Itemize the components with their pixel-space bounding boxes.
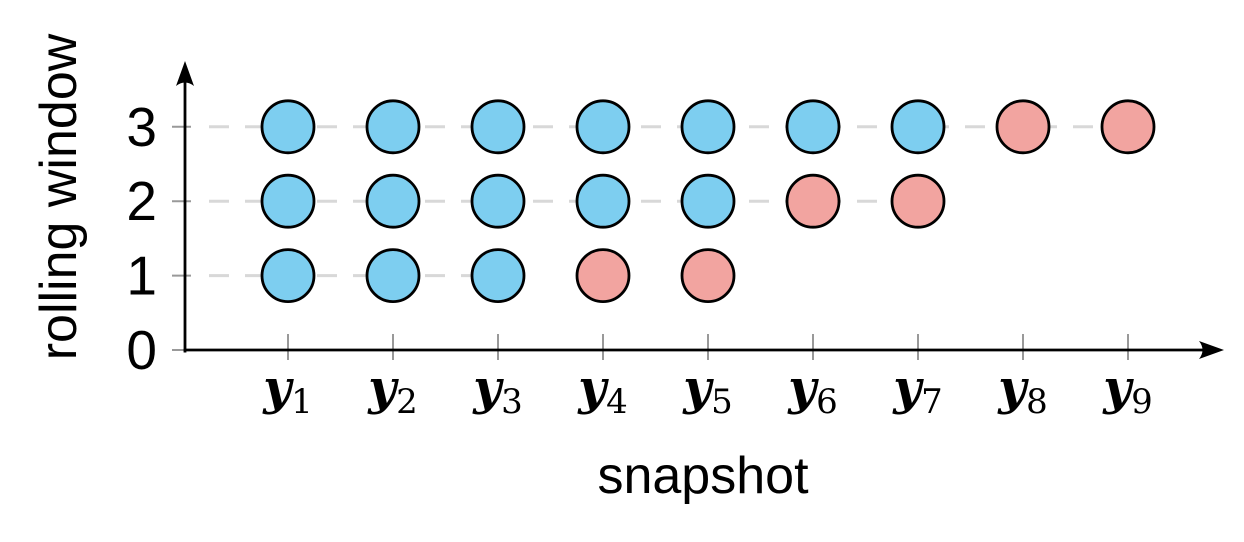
blue-dot <box>365 99 421 155</box>
y-tick-label-layer: 0 1 2 3 <box>126 96 157 381</box>
blue-dot <box>365 248 421 304</box>
blue-dot <box>575 173 631 229</box>
pink-dot <box>1100 99 1156 155</box>
blue-dot <box>470 173 526 229</box>
blue-dot <box>680 173 736 229</box>
y-tick-label: 3 <box>126 96 157 158</box>
x-tick-label: y5 <box>682 360 733 422</box>
blue-dot <box>260 248 316 304</box>
x-tick-label: y9 <box>1102 360 1153 422</box>
x-tick-label: y1 <box>262 360 313 422</box>
pink-dot <box>785 173 841 229</box>
x-tick-label-layer: y1 y2 y3 y4 y5 y6 y7 y8 y9 <box>262 360 1153 422</box>
pink-dot <box>575 248 631 304</box>
blue-dot <box>365 173 421 229</box>
x-tick-label: y7 <box>892 360 943 422</box>
x-tick-label: y4 <box>577 360 628 422</box>
blue-dot <box>785 99 841 155</box>
blue-dot <box>260 173 316 229</box>
pink-dot <box>995 99 1051 155</box>
x-tick-label: y8 <box>997 360 1048 422</box>
pink-dot <box>680 248 736 304</box>
gridline-layer <box>209 125 1128 278</box>
y-axis-arrowhead-icon <box>176 61 194 86</box>
blue-dot <box>260 99 316 155</box>
x-tick-label: y2 <box>367 360 418 422</box>
blue-dot <box>470 248 526 304</box>
y-tick-label: 2 <box>126 170 157 232</box>
blue-dot <box>890 99 946 155</box>
blue-dot <box>680 99 736 155</box>
dot-layer <box>260 99 1156 304</box>
y-tick-label: 0 <box>126 319 157 381</box>
x-tick-label: y6 <box>787 360 838 422</box>
axis-layer <box>176 61 1224 359</box>
tick-layer <box>172 125 1129 360</box>
y-tick-label: 1 <box>126 245 157 307</box>
x-axis-arrowhead-icon <box>1199 341 1224 359</box>
x-axis-title: snapshot <box>597 447 809 505</box>
blue-dot <box>470 99 526 155</box>
pink-dot <box>890 173 946 229</box>
y-axis-title: rolling window <box>30 33 88 360</box>
x-tick-label: y3 <box>472 360 523 422</box>
blue-dot <box>575 99 631 155</box>
